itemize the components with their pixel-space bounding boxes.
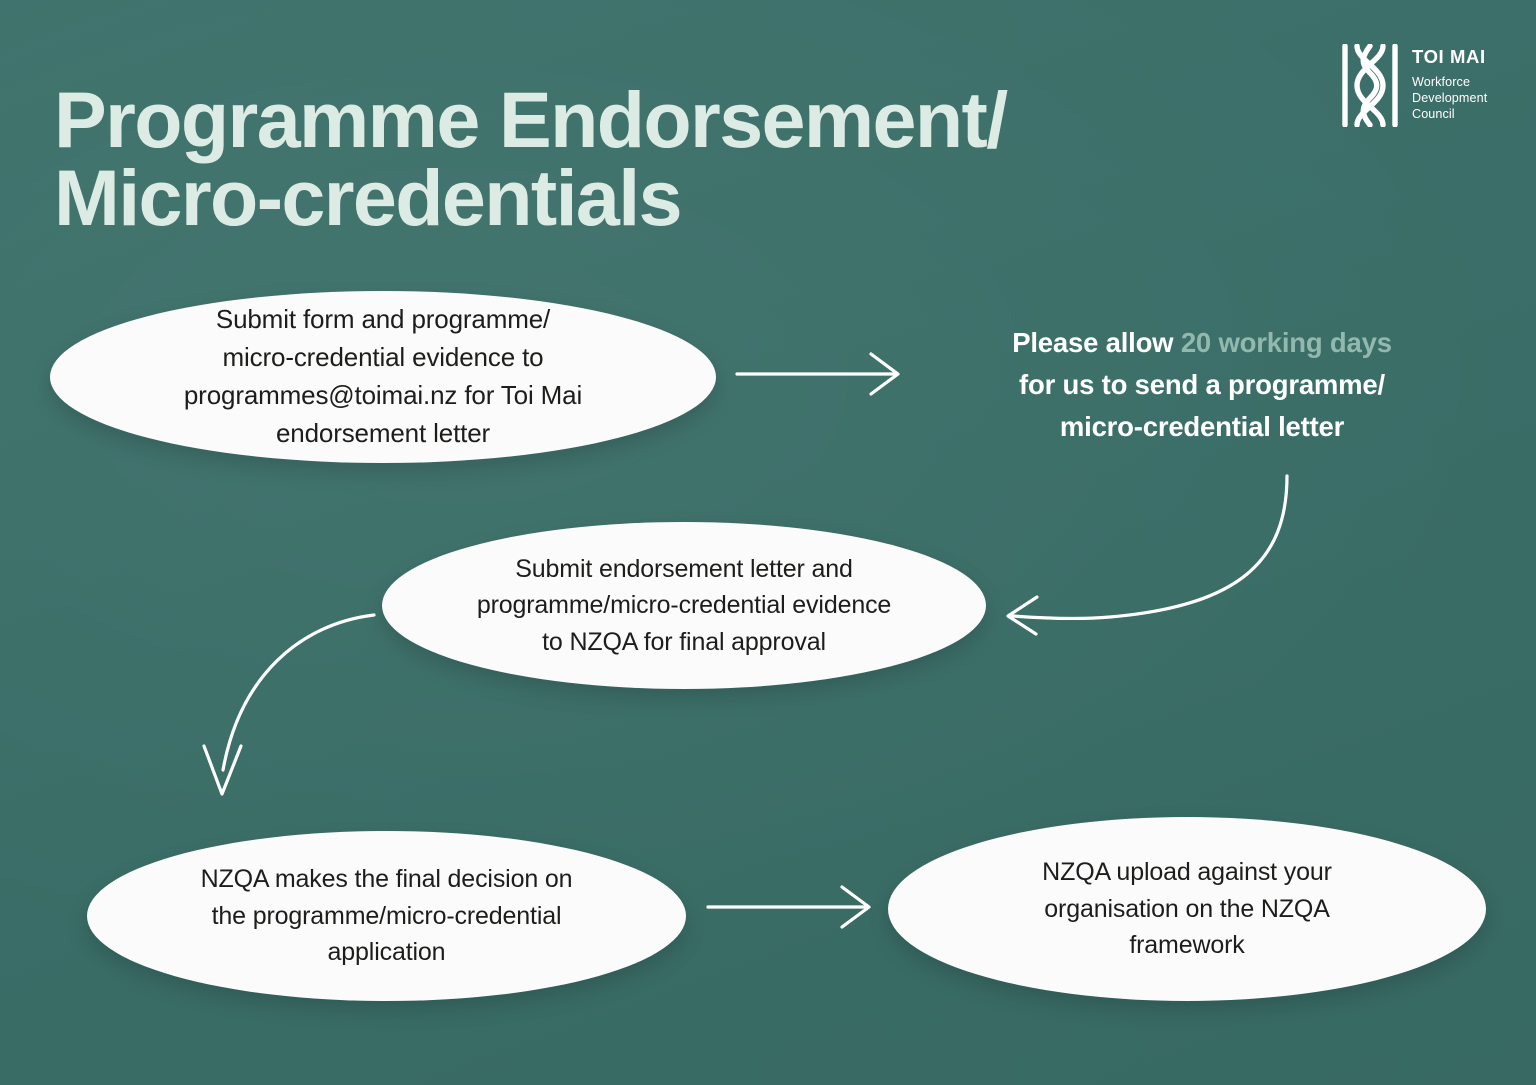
arrow-node1-to-note: [735, 352, 900, 396]
flow-node-submit-form[interactable]: Submit form and programme/ micro-credent…: [50, 291, 716, 463]
arrow-node3-to-node4: [706, 885, 871, 929]
flow-node-submit-to-nzqa[interactable]: Submit endorsement letter and programme/…: [382, 522, 986, 689]
page-title: Programme Endorsement/ Micro-credentials: [54, 74, 1008, 243]
flow-node-label: Submit endorsement letter and programme/…: [476, 554, 892, 656]
flow-node-nzqa-decision[interactable]: NZQA makes the final decision on the pro…: [87, 831, 686, 1001]
arrow-node2-to-node3: [202, 613, 376, 796]
logo-text-block: TOI MAI Workforce Development Council: [1412, 46, 1488, 122]
logo-tagline: Workforce Development Council: [1412, 74, 1488, 121]
toi-mai-woven-mark-icon: [1342, 44, 1398, 127]
processing-time-note: Please allow 20 working days for us to s…: [952, 322, 1452, 447]
note-lead-text: Please allow: [1012, 327, 1181, 358]
note-highlight-text: 20 working days: [1180, 327, 1392, 358]
logo-wordmark: TOI MAI: [1412, 46, 1486, 67]
note-rest-text: for us to send a programme/ micro-creden…: [1019, 368, 1385, 442]
arrow-note-to-node2: [1006, 474, 1289, 636]
flow-node-nzqa-upload[interactable]: NZQA upload against your organisation on…: [888, 817, 1486, 1001]
flow-node-label: Submit form and programme/ micro-credent…: [183, 304, 583, 448]
toi-mai-logo: TOI MAI Workforce Development Council: [1339, 44, 1487, 127]
flow-node-label: NZQA upload against your organisation on…: [1042, 858, 1332, 960]
flow-node-label: NZQA makes the final decision on the pro…: [200, 865, 573, 967]
